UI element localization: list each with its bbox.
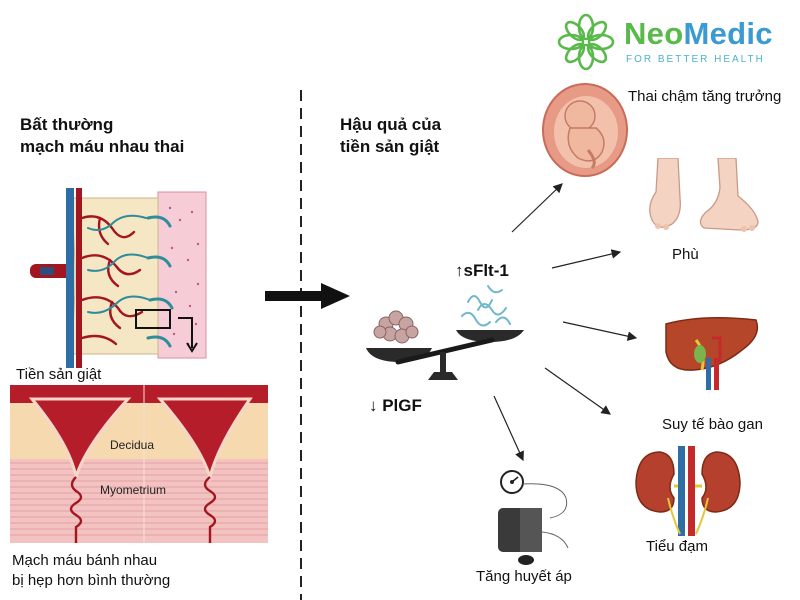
- arrow-to-bp: [493, 395, 524, 462]
- right-heading-line2: tiền sản giật: [340, 137, 440, 156]
- sflt1-label: ↑sFlt-1: [455, 261, 509, 280]
- left-caption-line1: Mạch máu bánh nhau: [12, 552, 158, 569]
- consequence-hypertension-label: Tăng huyết áp: [476, 568, 572, 585]
- logo-name-part2: Medic: [683, 16, 773, 51]
- left-caption: Mạch máu bánh nhau bị hẹp hơn bình thườn…: [12, 551, 170, 591]
- left-heading-line1: Bất thường: [20, 115, 114, 134]
- liver-icon: [665, 317, 759, 390]
- divider-line: [300, 90, 302, 600]
- preeclampsia-label: Tiền sản giật: [16, 366, 102, 383]
- arrow-to-liver: [562, 321, 638, 341]
- blood-pressure-icon: [498, 470, 569, 565]
- consequence-growth-label: Thai chậm tăng trưởng: [628, 88, 782, 105]
- left-heading: Bất thường mạch máu nhau thai: [20, 114, 184, 158]
- left-caption-line2: bị hẹp hơn bình thường: [12, 572, 171, 589]
- myometrium-label: Myometrium: [100, 483, 167, 497]
- kidneys-icon: [635, 446, 741, 536]
- plgf-label: ↓ PlGF: [369, 396, 422, 415]
- tissue-cross-section: [10, 385, 268, 543]
- consequence-liver-label: Suy tế bào gan: [662, 416, 763, 433]
- right-heading: Hậu quả của tiền sản giật: [340, 114, 441, 158]
- placenta-illustration: [30, 188, 207, 368]
- logo-name-part1: Neo: [624, 16, 684, 51]
- logo-tagline: FOR BETTER HEALTH: [626, 54, 765, 65]
- balance-scale-icon: [366, 285, 524, 380]
- logo-flower-icon: [557, 13, 615, 71]
- arrow-to-kidney: [544, 367, 611, 415]
- consequence-proteinuria-label: Tiểu đạm: [646, 538, 708, 555]
- decidua-label: Decidua: [110, 438, 155, 452]
- consequence-edema-label: Phù: [672, 246, 699, 263]
- right-heading-line1: Hậu quả của: [340, 115, 442, 134]
- left-heading-line2: mạch máu nhau thai: [20, 137, 185, 156]
- arrow-to-edema: [551, 249, 622, 269]
- arrow-to-growth: [511, 183, 563, 233]
- logo: NeoMedic FOR BETTER HEALTH: [556, 12, 791, 72]
- logo-name: NeoMedic: [624, 16, 773, 52]
- main-arrow-icon: [265, 283, 350, 309]
- feet-icon: [649, 158, 759, 232]
- fetus-icon: [542, 83, 628, 177]
